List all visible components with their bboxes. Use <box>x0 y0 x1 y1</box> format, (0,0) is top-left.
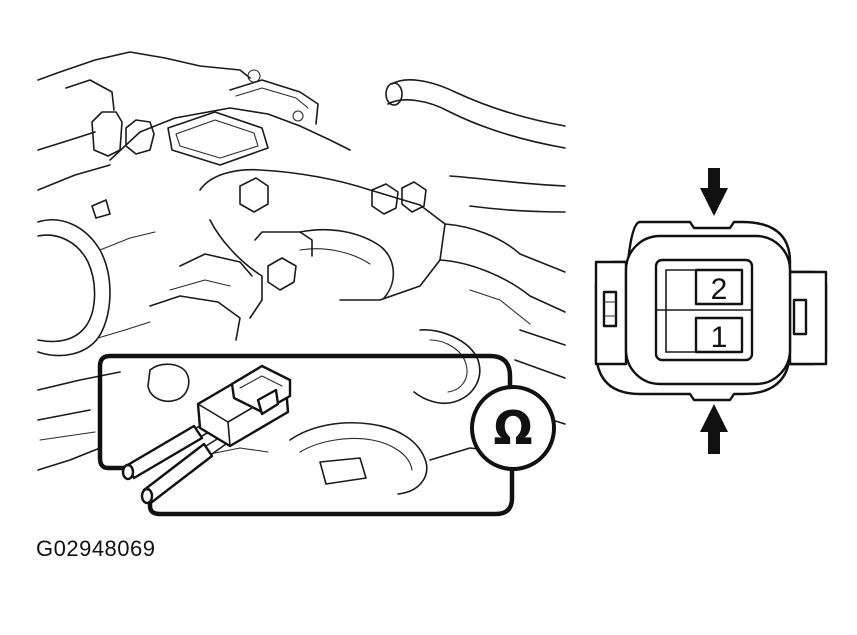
probe-lower <box>140 435 227 505</box>
pin-2-cavity <box>694 268 744 306</box>
pin-1-label: 1 <box>711 321 728 354</box>
ohmmeter-icon: Ω <box>470 385 556 471</box>
probed-connector <box>196 364 292 448</box>
throttle-body-illustration <box>37 51 566 495</box>
pin-1-cavity <box>694 316 744 354</box>
test-lead-lower <box>147 457 515 517</box>
ohm-symbol: Ω <box>493 401 532 455</box>
figure-id-label: G02948069 <box>36 536 156 561</box>
arrow-up-icon <box>700 404 728 454</box>
pin-2-label: 2 <box>711 273 728 306</box>
arrow-down-icon <box>700 168 728 216</box>
test-lead-upper <box>97 353 513 471</box>
probe-upper <box>121 419 217 481</box>
ohmmeter-wiring: Ω <box>97 353 556 517</box>
connector-face-view: 2 1 <box>594 168 828 454</box>
